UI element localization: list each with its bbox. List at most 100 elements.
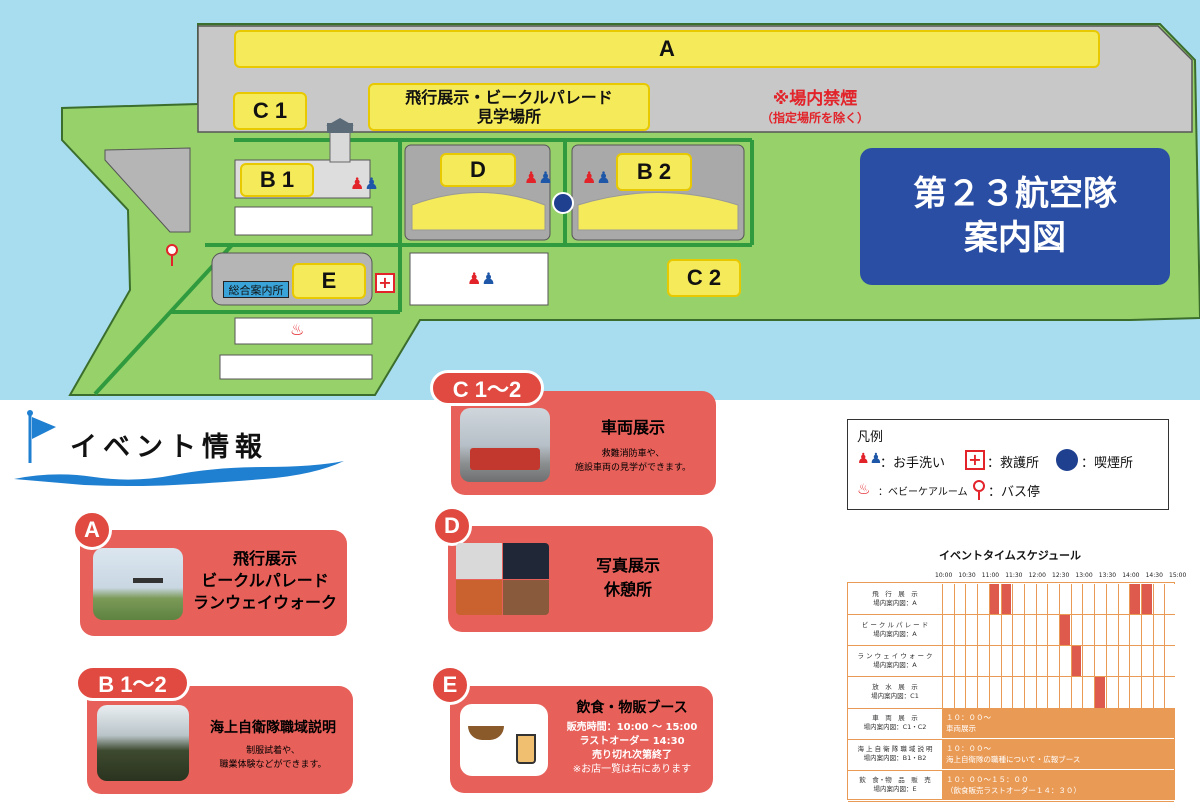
timetable-cell xyxy=(1152,615,1164,646)
zone-b1-label: B 1 xyxy=(240,163,314,197)
timetable-cell xyxy=(1070,615,1082,646)
event-card-c-photo xyxy=(460,408,550,482)
event-card-b-title: 海上自衛隊職域説明 xyxy=(210,720,336,736)
timetable-cell xyxy=(1105,584,1117,615)
timetable-row-label: 車 両 展 示場内案内図：C1・C2 xyxy=(848,714,942,732)
timetable-time-label: 10:30 xyxy=(958,572,976,579)
legend-toilet-label: ：お手洗い xyxy=(880,456,946,471)
event-card-a-title-line1: 飛行展示 xyxy=(232,549,297,568)
event-card-a-photo xyxy=(93,548,183,620)
timetable-cell xyxy=(1035,677,1047,708)
timetable-cell xyxy=(977,615,988,646)
timetable-cell xyxy=(1023,615,1035,646)
timetable-row-place: 場内案内図：B1・B2 xyxy=(863,754,927,763)
timetable-cell xyxy=(942,677,953,708)
timetable-row-divider xyxy=(848,738,1174,740)
timetable-bar-text: 海上自衛隊の職種について・広報ブース xyxy=(946,754,1081,764)
timetable-cell xyxy=(1140,677,1152,708)
timetable-row-divider xyxy=(848,801,1174,802)
timetable-cell xyxy=(953,615,965,646)
zone-c2-label: C 2 xyxy=(667,259,741,297)
timetable-cell xyxy=(1082,677,1094,708)
timetable-cell xyxy=(1012,584,1023,615)
timetable-cell xyxy=(1082,615,1094,646)
timetable-cell xyxy=(1035,584,1047,615)
timetable-cell xyxy=(1152,646,1164,677)
timetable-bar-text: （飲食販売ラストオーダー１４：３０） xyxy=(946,785,1081,795)
site-map: A C 1 飛行展示・ビークルパレード 見学場所 ※場内禁煙 （指定場所を除く）… xyxy=(0,0,1200,400)
first-aid-icon: + xyxy=(375,273,395,293)
timetable-cell xyxy=(1129,646,1140,677)
timetable-time-label: 15:00 xyxy=(1169,572,1187,579)
toilet-icon: ♟♟ xyxy=(350,174,379,193)
timetable-time-label: 11:00 xyxy=(981,572,1000,579)
legend-smoking-icon xyxy=(1056,449,1078,471)
timetable-cell xyxy=(1094,584,1105,615)
event-card-a-title-line2: ビークルパレード xyxy=(201,571,329,590)
timetable-cell xyxy=(1047,615,1058,646)
legend-bus-icon xyxy=(973,480,985,502)
timetable-cell xyxy=(1164,615,1175,646)
event-card-d-title-line1: 写真展示 xyxy=(595,556,660,575)
event-card-c-badge: C 1～2 xyxy=(430,370,544,406)
timetable-row-divider xyxy=(848,676,1174,678)
timetable-time-label: 13:30 xyxy=(1098,572,1117,579)
timetable-row-place: 場内案内図：A xyxy=(873,629,917,638)
event-card-e-line2: ラストオーダー 14:30 xyxy=(579,736,685,747)
timetable-row-label: 海 上 自 衛 隊 職 域 説 明場内案内図：B1・B2 xyxy=(848,745,942,763)
timetable-row-name: ラ ン ウ ェ イ ウ ォ ー ク xyxy=(857,651,933,660)
legend-baby-label: ：ベビーケアルーム xyxy=(878,487,968,498)
timetable-cell xyxy=(1047,646,1058,677)
timetable-cell xyxy=(1035,646,1047,677)
event-card-e-line4: ※お店一覧は右にあります xyxy=(572,764,692,775)
timetable-row-place: 場内案内図：A xyxy=(873,660,917,669)
zone-a-label: A xyxy=(234,30,1100,68)
event-card-c-title: 車両展示 xyxy=(600,418,665,437)
timetable-cell xyxy=(1059,584,1070,615)
timetable-row-label: 飲 食・物 品 販 売場内案内図：E xyxy=(848,776,942,794)
timetable-cell xyxy=(965,615,977,646)
wave-decoration xyxy=(14,461,344,486)
timetable-cell xyxy=(1000,584,1012,615)
timetable-cell xyxy=(1035,615,1047,646)
timetable-bar-time: １０：００～ xyxy=(946,743,991,753)
event-card-a-title: 飛行展示 ビークルパレード ランウェイウォーク xyxy=(190,548,340,614)
no-smoking-line1: ※場内禁煙 xyxy=(772,89,858,109)
timetable-cell xyxy=(1094,646,1105,677)
toilet-icon: ♟♟ xyxy=(582,168,611,187)
viewing-area-line1: 飛行展示・ビークルパレード xyxy=(405,88,613,107)
event-card-c-sub-line2: 施設車両の見学ができます。 xyxy=(574,463,692,473)
event-card-b-badge: B 1～2 xyxy=(75,665,190,701)
flag-icon xyxy=(27,410,56,463)
timetable-row-place: 場内案内図：C1 xyxy=(871,692,919,700)
timetable-row-label: 放 水 展 示場内案内図：C1 xyxy=(848,683,942,701)
timetable-cell xyxy=(1117,615,1129,646)
timetable-cell xyxy=(1129,615,1140,646)
timetable-cell xyxy=(1105,615,1117,646)
timetable-cell xyxy=(1117,646,1129,677)
timetable-cell xyxy=(1105,646,1117,677)
timetable-row-name: 飲 食・物 品 販 売 xyxy=(859,776,931,785)
timetable-cell xyxy=(1082,584,1094,615)
timetable-row-divider xyxy=(848,645,1174,647)
timetable-time-label: 12:30 xyxy=(1052,572,1070,579)
bus-stop-icon xyxy=(166,244,178,266)
event-card-e-photo xyxy=(460,704,548,776)
timetable-cell xyxy=(988,677,1000,708)
timetable-cell xyxy=(1082,646,1094,677)
toilet-icon: ♟♟ xyxy=(467,269,496,288)
timetable-cell xyxy=(942,615,953,646)
timetable-cell xyxy=(1152,677,1164,708)
event-card-e-badge: E xyxy=(430,665,470,705)
event-card-c-sub: 救難消防車や、 施設車両の見学ができます。 xyxy=(553,447,713,475)
timetable-cell xyxy=(1129,677,1140,708)
timetable-cell xyxy=(1059,615,1070,646)
timetable-cell xyxy=(1000,646,1012,677)
timetable-cell xyxy=(1094,615,1105,646)
timetable-row-divider xyxy=(848,707,1174,709)
timetable-cell xyxy=(977,677,988,708)
timetable-cell xyxy=(965,677,977,708)
